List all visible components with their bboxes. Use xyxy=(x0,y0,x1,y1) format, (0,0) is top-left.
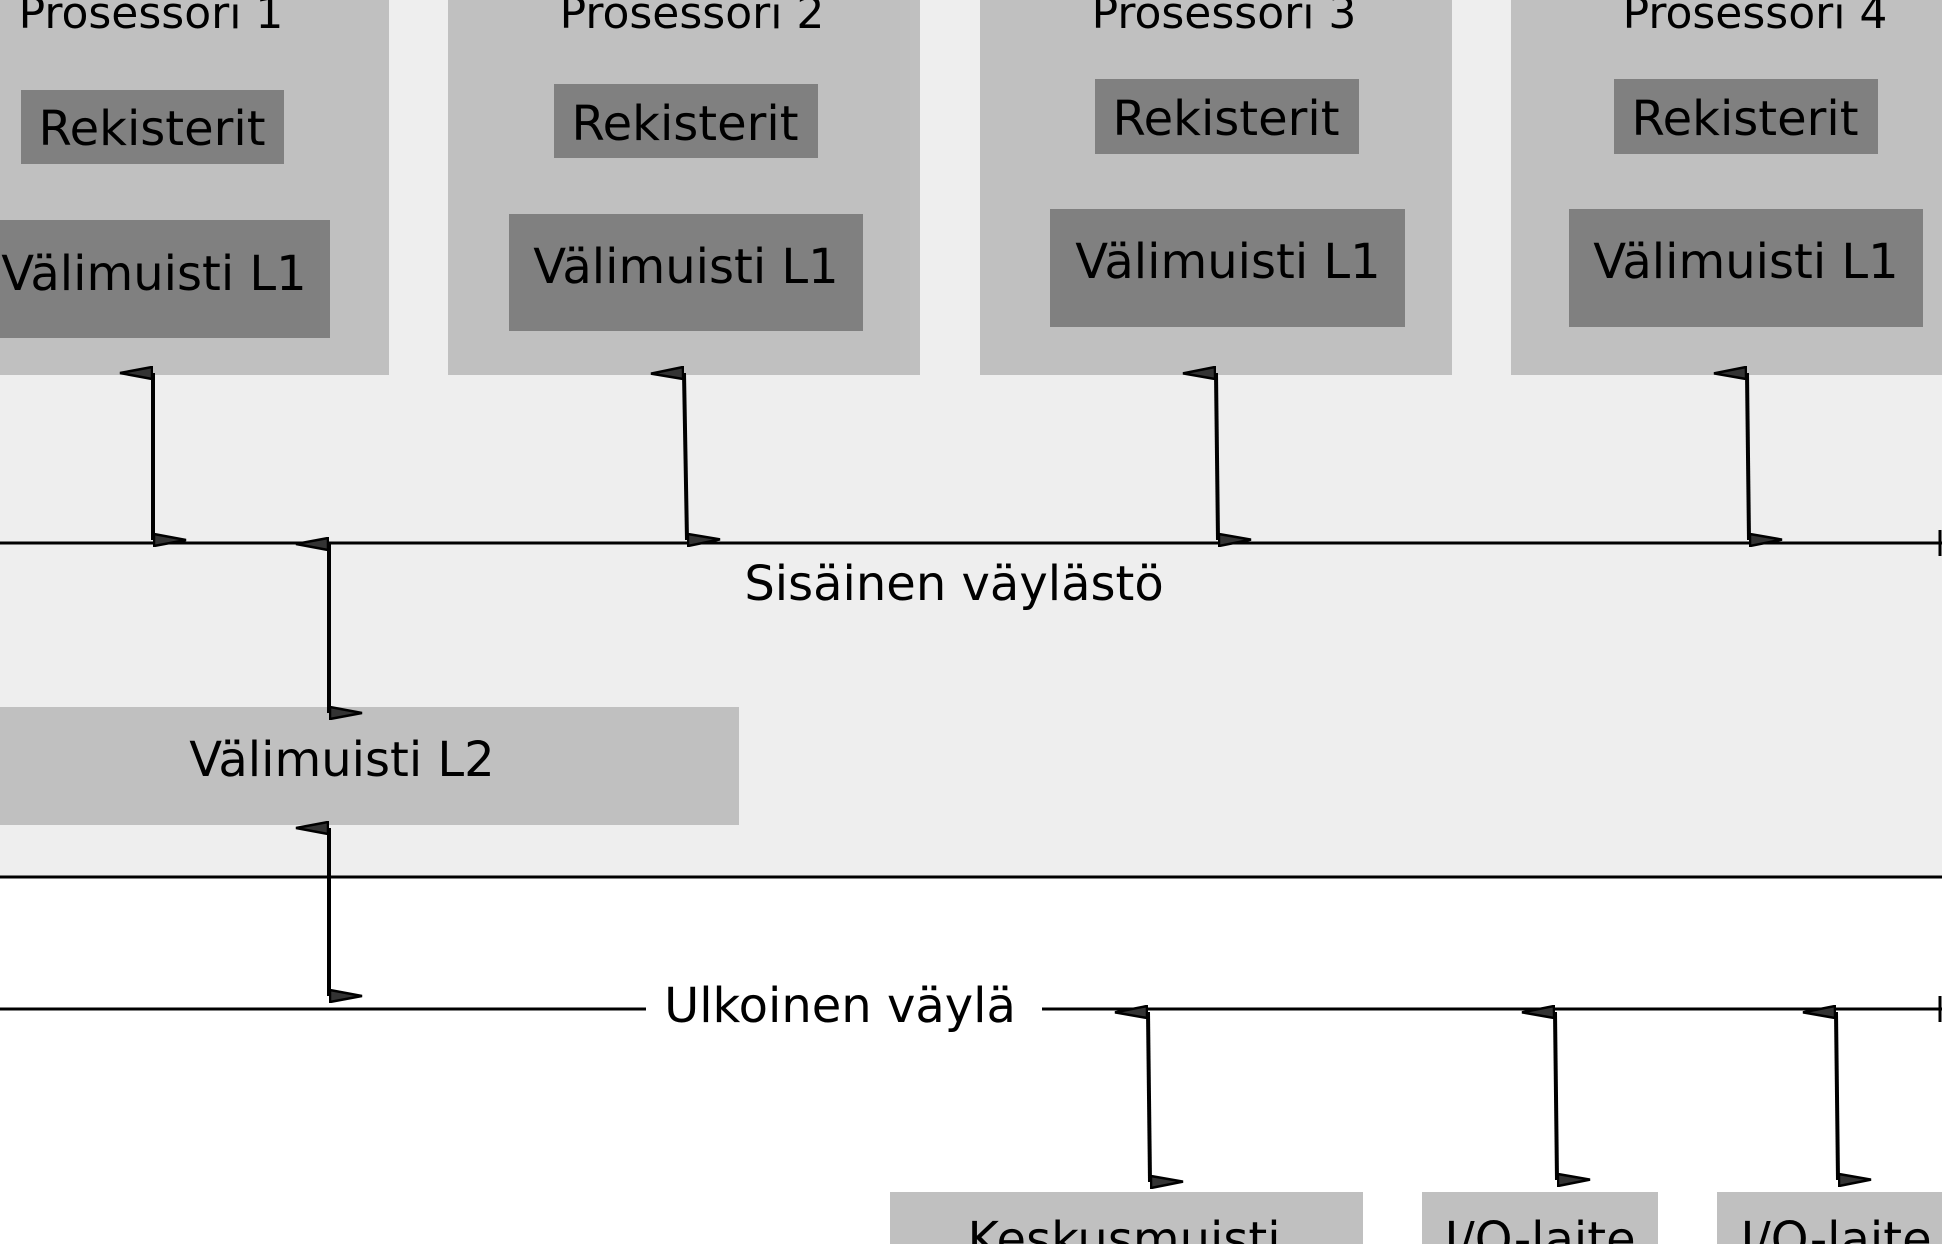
arrow-bus-io-device-1 xyxy=(1555,1012,1557,1180)
registers-box xyxy=(21,90,284,164)
arrow-processor-3-bus xyxy=(1216,373,1218,540)
main-memory-label: Keskusmuisti xyxy=(967,1212,1280,1244)
registers-label: Rekisterit xyxy=(1631,91,1858,147)
processor-title: Prosessori 1 xyxy=(19,0,284,39)
l1-cache-box xyxy=(509,214,863,331)
io-device-box xyxy=(1717,1192,1942,1244)
registers-label: Rekisterit xyxy=(38,101,265,157)
main-memory: Keskusmuisti xyxy=(890,1192,1363,1244)
io-device-2: I/O-laite xyxy=(1717,1192,1942,1244)
arrow-bus-main-memory xyxy=(1148,1012,1150,1182)
processor-1: Prosessori 1 Rekisterit Välimuisti L1 xyxy=(0,0,389,375)
processor-title: Prosessori 3 xyxy=(1092,0,1357,39)
external-bus-label: Ulkoinen väylä xyxy=(664,978,1016,1034)
io-device-label: I/O-laite xyxy=(1740,1212,1931,1244)
l1-cache-label: Välimuisti L1 xyxy=(533,239,838,295)
internal-bus-label: Sisäinen väylästö xyxy=(744,556,1163,612)
l2-cache-label: Välimuisti L2 xyxy=(189,732,494,788)
processor-title: Prosessori 4 xyxy=(1623,0,1888,39)
registers-label: Rekisterit xyxy=(1112,91,1339,147)
arrow-processor-4-bus xyxy=(1747,373,1749,540)
l1-cache-label: Välimuisti L1 xyxy=(1,246,306,302)
l1-cache-label: Välimuisti L1 xyxy=(1593,234,1898,290)
l2-cache-box xyxy=(0,707,739,825)
l1-cache-box xyxy=(0,220,330,338)
main-memory-box xyxy=(890,1192,1363,1244)
l1-cache-label: Välimuisti L1 xyxy=(1075,234,1380,290)
arrow-processor-2-bus xyxy=(684,373,687,540)
processor-3: Prosessori 3 Rekisterit Välimuisti L1 xyxy=(980,0,1452,375)
registers-box xyxy=(1614,79,1878,154)
io-device-label: I/O-laite xyxy=(1444,1212,1635,1244)
l1-cache-box xyxy=(1050,209,1405,327)
registers-label: Rekisterit xyxy=(571,96,798,152)
processor-title: Prosessori 2 xyxy=(560,0,825,39)
io-device-1: I/O-laite xyxy=(1422,1192,1658,1244)
io-device-box xyxy=(1422,1192,1658,1244)
registers-box xyxy=(1095,79,1359,154)
processor-2: Prosessori 2 Rekisterit Välimuisti L1 xyxy=(448,0,920,375)
l1-cache-box xyxy=(1569,209,1923,327)
arrow-bus-io-device-2 xyxy=(1836,1012,1838,1180)
processor-4: Prosessori 4 Rekisterit Välimuisti L1 xyxy=(1511,0,1942,375)
registers-box xyxy=(554,84,818,158)
